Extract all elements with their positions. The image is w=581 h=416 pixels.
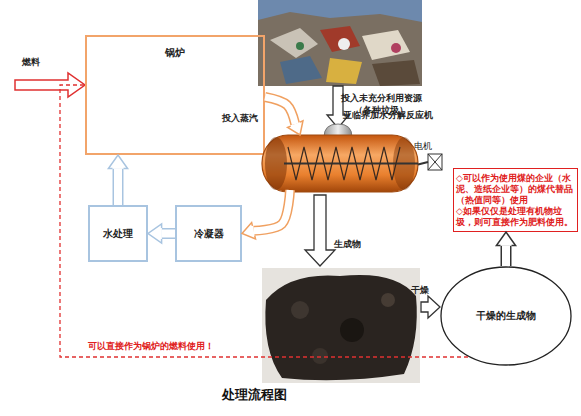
flow-connector xyxy=(265,97,303,135)
water-treatment-box: 水处理 xyxy=(88,205,148,262)
arrow-head-fill xyxy=(148,224,162,243)
photo-piece xyxy=(391,43,401,53)
fuel-arrow xyxy=(15,73,85,97)
product-heap xyxy=(265,275,416,380)
photo-bg xyxy=(258,0,422,86)
reactor-cylinder-outline xyxy=(262,135,418,192)
node-text: 锅炉 xyxy=(165,47,185,59)
boiler-box: 锅炉 xyxy=(85,35,265,155)
flow-connector xyxy=(418,162,428,165)
arrow-fill xyxy=(265,97,295,124)
flow-connector xyxy=(60,85,468,357)
photo-piece xyxy=(312,348,328,364)
text-label: 投入未充分利用资源（各种垃圾） xyxy=(338,92,424,116)
arrow-outline xyxy=(162,228,175,239)
arrow-head-fill xyxy=(108,155,127,169)
photo-piece xyxy=(326,58,362,84)
node-text: 水处理 xyxy=(103,228,133,240)
ellipse-outline xyxy=(441,267,571,365)
arrow-head xyxy=(242,223,256,239)
arrow-outline xyxy=(265,97,295,124)
text-label: 干燥 xyxy=(411,284,451,296)
motor-box-outline xyxy=(428,154,442,170)
condenser-box: 冷凝器 xyxy=(175,205,242,262)
edge-label: 投入蒸汽 xyxy=(222,112,258,124)
reactor-cylinder: 亚临界加水分解反应机 xyxy=(262,135,418,192)
garbage-photo xyxy=(258,0,422,86)
text-label: 燃料 xyxy=(22,56,62,68)
photo-piece xyxy=(372,60,420,86)
node-text: ◇可以作为使用煤的企业（水泥、造纸企业等）的煤代替品（热值同等）使用 xyxy=(456,173,575,206)
flow-connector xyxy=(148,224,175,243)
photo-piece xyxy=(280,56,322,84)
photo-piece xyxy=(296,42,304,50)
arrow-head xyxy=(288,121,303,135)
motor-box: 电机 xyxy=(428,154,442,170)
product-photo xyxy=(262,268,420,383)
reactor-body xyxy=(262,135,418,192)
photo-piece xyxy=(291,301,309,319)
output-arrow xyxy=(305,195,335,266)
arrow-head xyxy=(108,155,127,169)
arrow-head-fill xyxy=(496,232,515,246)
arrow-head xyxy=(496,232,515,246)
node-text: 电机 xyxy=(414,140,432,152)
text-label: 生成物 xyxy=(334,238,384,250)
photo-piece xyxy=(270,28,318,58)
note-box: ◇可以作为使用煤的企业（水泥、造纸企业等）的煤代替品（热值同等）使用◇如果仅仅是… xyxy=(453,168,578,232)
arrow-outline xyxy=(113,169,124,205)
photo-piece xyxy=(338,38,350,50)
arrow-fill xyxy=(114,169,122,205)
photo-piece xyxy=(381,293,395,307)
arrow-outline xyxy=(501,246,512,266)
flow-connector xyxy=(108,155,127,205)
reactor-end xyxy=(265,137,287,190)
input-arrow xyxy=(327,86,349,128)
figure-caption: 处理流程图 xyxy=(222,386,287,404)
product-ellipse: 干燥的生成物 xyxy=(440,266,572,366)
arrow-head xyxy=(148,224,162,243)
arrow-fill xyxy=(254,190,290,231)
dry-arrow xyxy=(421,296,440,318)
photo-sky xyxy=(258,0,422,22)
edge-label: 可以直接作为锅炉的燃料使用！ xyxy=(88,340,214,352)
photo-bg xyxy=(262,268,420,383)
node-text: 冷凝器 xyxy=(194,228,224,240)
arrow-outline xyxy=(254,190,290,231)
arrow-head-fill xyxy=(242,223,256,239)
arrow-head-fill xyxy=(288,121,303,135)
screw-blade xyxy=(288,147,400,180)
motor-cross xyxy=(428,154,442,170)
photo-piece xyxy=(362,30,410,60)
node-text: ◇如果仅仅是处理有机物垃圾，则可直接作为肥料使用。 xyxy=(456,206,575,228)
motor-shaft xyxy=(418,162,428,165)
flow-connector xyxy=(496,232,515,266)
dashed-line xyxy=(60,85,468,357)
flow-connector xyxy=(242,190,290,239)
arrow-fill xyxy=(162,230,175,238)
arrow-fill xyxy=(502,246,510,266)
node-text: 干燥的生成物 xyxy=(476,310,536,322)
photo-piece xyxy=(340,318,364,342)
photo-piece xyxy=(320,26,360,52)
screw-shaft xyxy=(284,163,418,165)
motor-outline xyxy=(428,154,442,170)
